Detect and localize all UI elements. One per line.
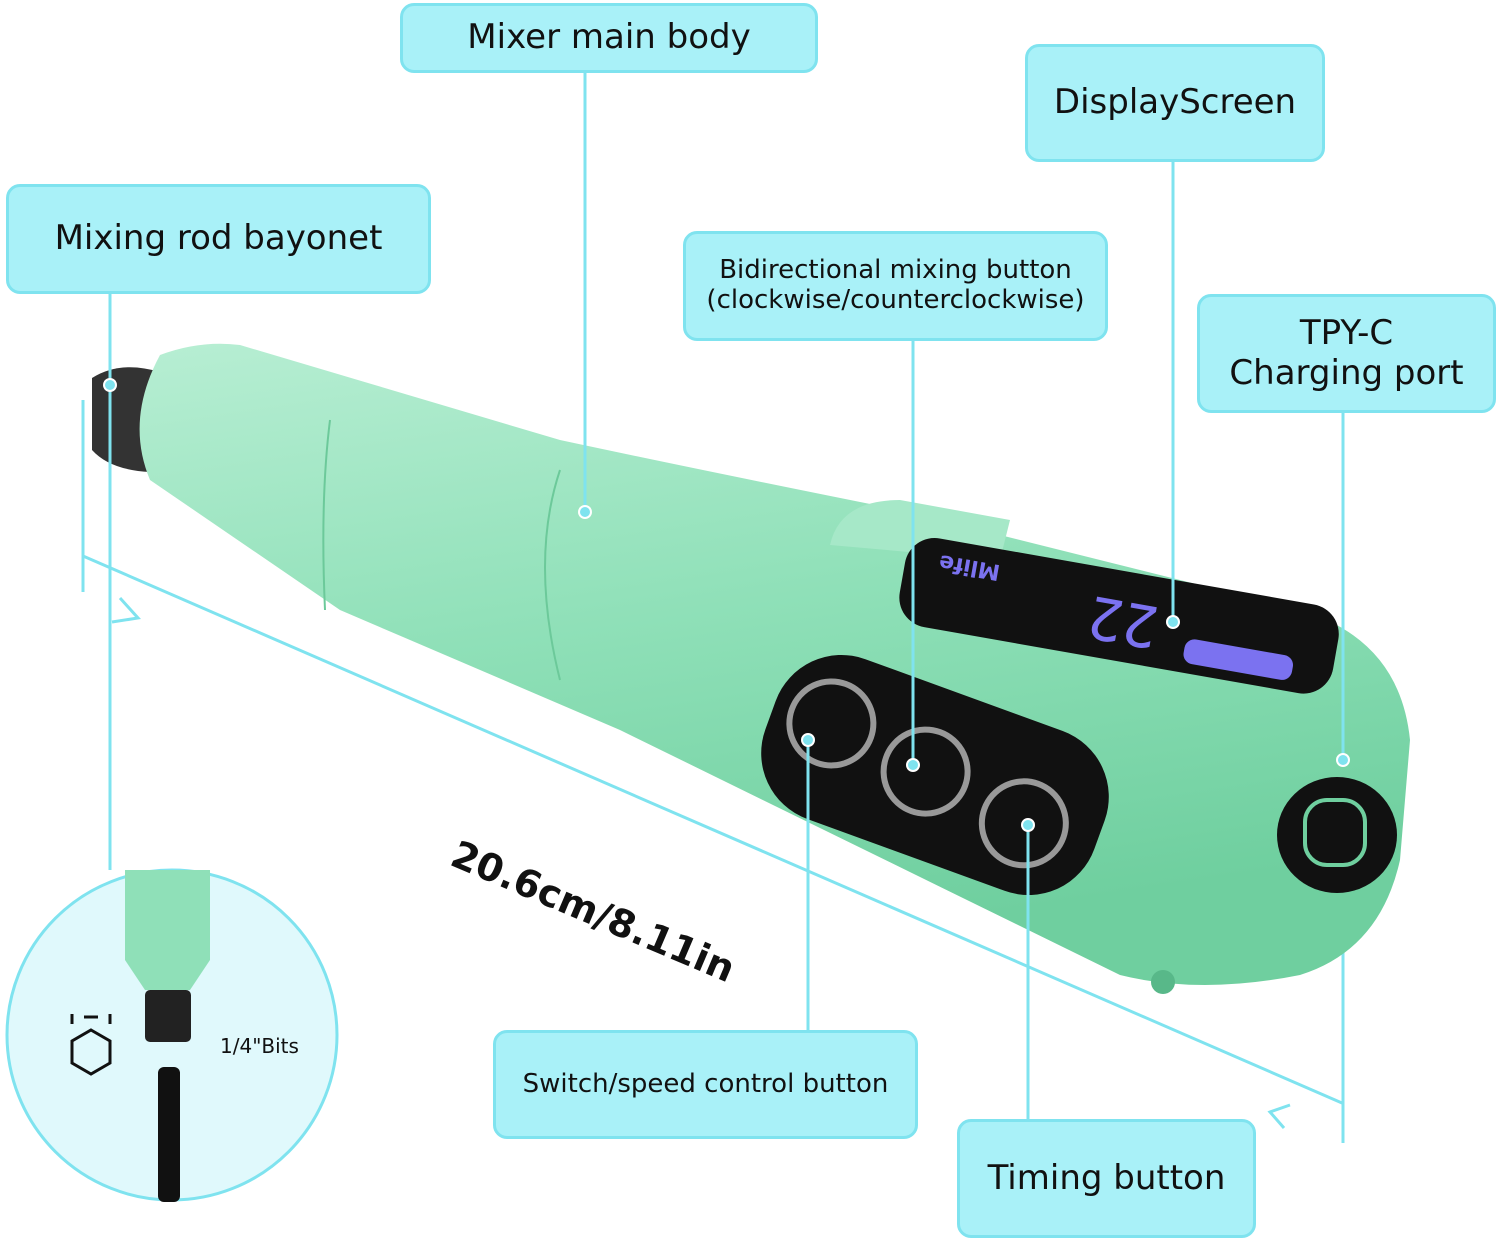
callout-text: DisplayScreen <box>1053 82 1297 123</box>
callout-text: Switch/speed control button <box>522 1068 889 1099</box>
switch-speed-button[interactable] <box>778 670 886 778</box>
callout-text: Mixer main body <box>467 17 751 58</box>
button-panel <box>761 654 1109 896</box>
callout-switch-speed-button: Switch/speed control button <box>493 1030 918 1139</box>
battery-indicator-icon <box>1183 639 1294 680</box>
hexagon-icon <box>70 1014 112 1076</box>
callout-main-body: Mixer main body <box>400 3 818 73</box>
display-digits: 22 <box>1083 582 1164 661</box>
callout-display-screen: DisplayScreen <box>1025 44 1325 162</box>
bits-label: 1/4"Bits <box>220 1034 299 1058</box>
display-screen: Mlife 22 <box>899 538 1339 694</box>
callout-text: Timing button <box>987 1157 1226 1198</box>
callout-timing-button: Timing button <box>957 1119 1256 1238</box>
callout-text-line1: Bidirectional mixing button <box>719 255 1072 286</box>
callout-text-line2: Charging port <box>1229 352 1464 393</box>
usb-c-port <box>1277 777 1397 893</box>
callout-text: Mixing rod bayonet <box>54 218 383 259</box>
mixer-device: Mlife 22 <box>92 343 1410 994</box>
callout-rod-bayonet: Mixing rod bayonet <box>6 184 431 294</box>
bidirectional-button[interactable] <box>872 718 980 826</box>
timing-button[interactable] <box>970 769 1078 877</box>
bit-inset <box>5 868 339 1202</box>
callout-text-line2: (clockwise/counterclockwise) <box>706 285 1085 315</box>
callout-text-line1: TPY-C <box>1299 313 1394 354</box>
callout-bidirectional-button: Bidirectional mixing button(clockwise/co… <box>683 231 1108 341</box>
